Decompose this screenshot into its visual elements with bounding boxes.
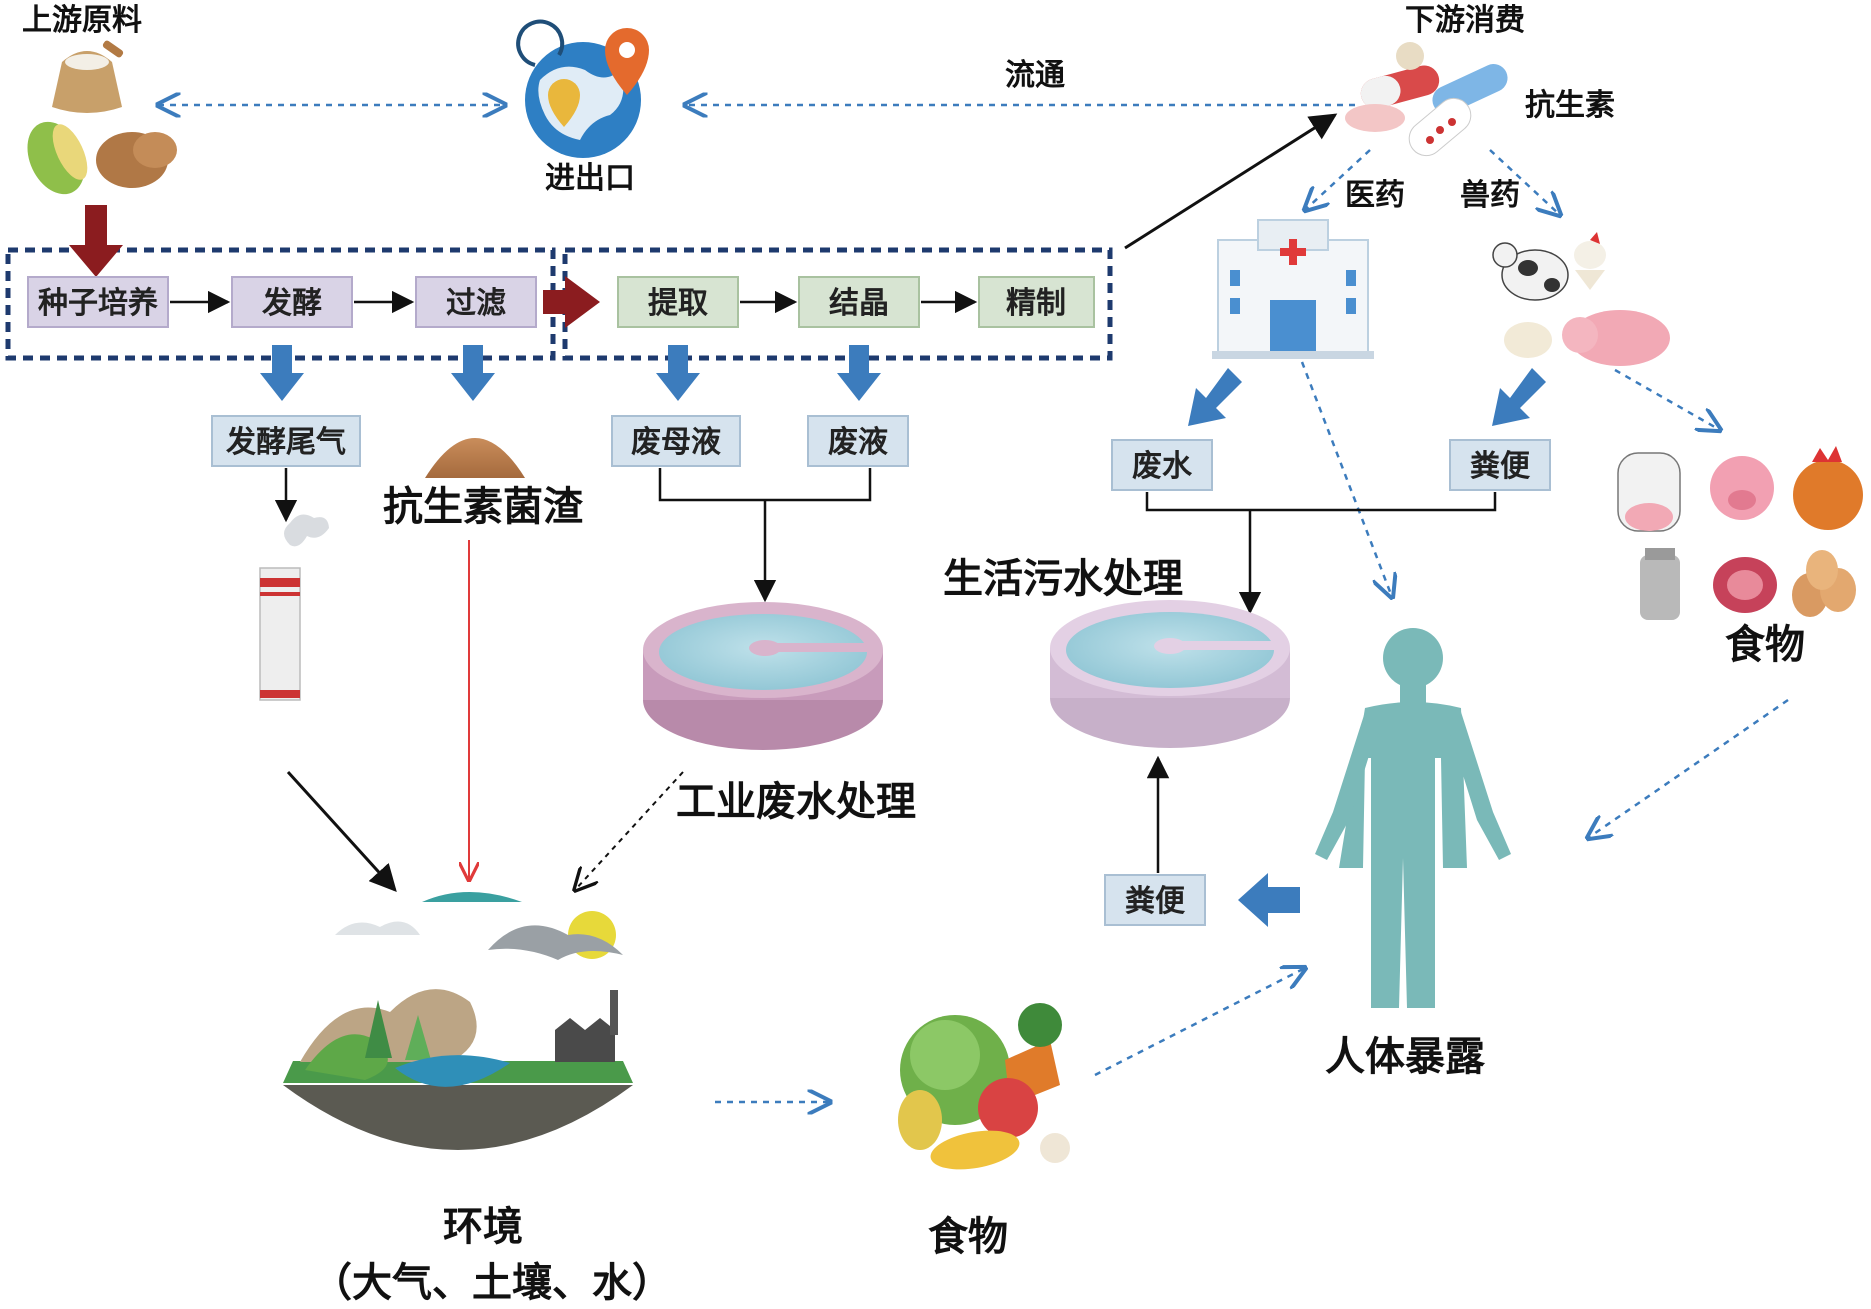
corn-potato-icon: [27, 121, 177, 195]
waste-fermentation-gas: 发酵尾气: [211, 415, 361, 467]
livestock-icon: [1492, 232, 1670, 366]
medicine-to-human-arrow: [1300, 361, 1392, 597]
purification-stage-frame: [562, 247, 1113, 361]
to-veterinary-arrow: [1489, 149, 1560, 215]
feces-animal-text: 粪便: [1470, 449, 1531, 484]
waste-liquid-text: 废液: [828, 425, 888, 460]
waste-feces-human: 粪便: [1104, 874, 1206, 926]
domestic-treatment-pool-icon: [1050, 600, 1290, 748]
wastewater-text: 废水: [1132, 449, 1193, 484]
fermentation-text: 发酵: [261, 286, 322, 321]
antibiotic-residue-pile-icon: [425, 438, 525, 478]
import-export-label: 进出口: [545, 161, 635, 196]
mother-liquor-text: 废母液: [631, 425, 721, 460]
treatment-to-environment-arrow: [575, 771, 684, 890]
antibiotics-label: 抗生素: [1525, 88, 1615, 123]
globe-map-pin-icon: [516, 19, 649, 158]
waste-mother-liquor: 废母液: [611, 415, 741, 467]
medicine-label: 医药: [1345, 178, 1405, 213]
chimney-icon: [259, 514, 329, 701]
grain-sack-icon: [52, 40, 124, 113]
fermentation-gas-text: 发酵尾气: [225, 425, 346, 460]
antibiotic-residue-label: 抗生素菌渣: [383, 484, 584, 530]
hospital-waste-arrow: [1188, 368, 1242, 426]
chimney-to-environment-arrow: [286, 770, 397, 893]
extraction-waste-arrow: [656, 345, 700, 401]
seed-culture-text: 种子培养: [38, 286, 158, 321]
domestic-waste-collector-line: [1145, 492, 1497, 512]
process-fermentation: 发酵: [231, 276, 353, 328]
waste-liquid: 废液: [807, 415, 909, 467]
process-seed-culture: 种子培养: [27, 276, 169, 328]
to-medicine-arrow: [1305, 149, 1371, 210]
filtration-waste-arrow: [451, 345, 495, 401]
liquid-waste-collector-line: [658, 468, 872, 502]
industrial-treatment-pool-icon: [643, 602, 883, 750]
refining-text: 精制: [1006, 286, 1066, 321]
crystallization-text: 结晶: [829, 286, 889, 321]
downstream-label: 下游消费: [1405, 3, 1525, 38]
environment-ecosystem-icon: [283, 892, 633, 1150]
human-exposure-label: 人体暴露: [1325, 1034, 1486, 1080]
filtration-text: 过滤: [446, 286, 506, 321]
environment-sub-label: （大气、土壤、水）: [312, 1260, 672, 1306]
environment-label: 环境: [443, 1204, 523, 1250]
extraction-text: 提取: [648, 286, 708, 321]
food-animal-label: 食物: [1725, 622, 1805, 668]
process-crystallization: 结晶: [798, 276, 920, 328]
waste-wastewater: 废水: [1111, 439, 1213, 491]
domestic-sewage-label: 生活污水处理: [943, 556, 1183, 602]
animal-food-to-human-arrow: [1588, 698, 1789, 838]
feces-human-text: 粪便: [1125, 884, 1186, 919]
hospital-icon: [1212, 219, 1374, 359]
industrial-wastewater-label: 工业废水处理: [676, 779, 916, 825]
livestock-to-food-arrow: [1614, 368, 1720, 430]
process-filtration: 过滤: [415, 276, 537, 328]
circulation-label: 流通: [1005, 58, 1065, 93]
human-to-feces-arrow: [1238, 873, 1300, 927]
antibiotic-pills-icon: [1345, 42, 1508, 157]
livestock-waste-arrow: [1492, 368, 1546, 426]
raw-input-arrow: [69, 205, 123, 277]
human-body-icon: [1315, 628, 1511, 1008]
waste-feces-animal: 粪便: [1449, 439, 1551, 491]
crystallization-waste-arrow: [837, 345, 881, 401]
food-to-human-arrow: [1094, 968, 1305, 1077]
food-plant-label: 食物: [928, 1214, 1008, 1260]
product-to-market-arrow: [1124, 113, 1338, 250]
upstream-label: 上游原料: [22, 3, 142, 38]
fermentation-waste-arrow: [260, 345, 304, 401]
veterinary-label: 兽药: [1460, 178, 1520, 213]
filtration-to-extraction-arrow: [543, 276, 600, 328]
animal-food-icon: [1617, 446, 1863, 620]
vegetables-food-icon: [898, 1003, 1070, 1170]
process-extraction: 提取: [617, 276, 739, 328]
process-refining: 精制: [978, 276, 1095, 328]
